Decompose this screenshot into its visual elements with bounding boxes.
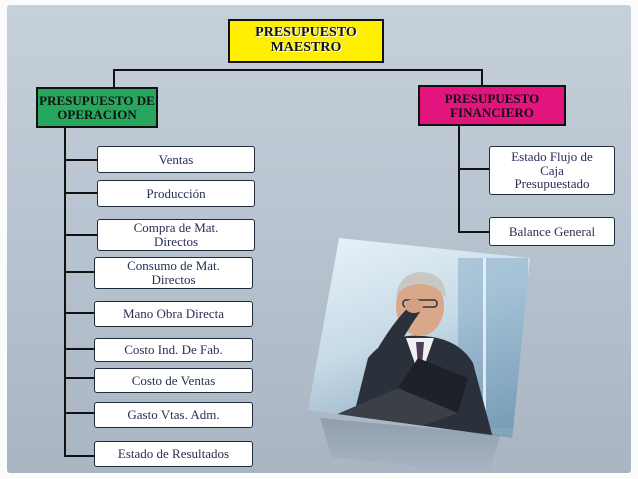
node-label: Gasto Vtas. Adm.	[127, 407, 220, 423]
connector-branch	[64, 192, 98, 194]
node-label: Estado Flujo de	[511, 149, 593, 165]
balance-general-node: Balance General	[489, 217, 615, 246]
node-label: Balance General	[508, 223, 596, 239]
costo-ind-fab-node: Costo Ind. De Fab.	[94, 338, 253, 362]
node-label: Ventas	[158, 151, 194, 167]
consumo-mat-directos-node: Consumo de Mat. Directos	[94, 257, 253, 289]
node-label: Consumo de Mat.	[127, 258, 220, 274]
laptop-screen	[398, 358, 468, 413]
presupuesto-financiero-node: PRESUPUESTO FINANCIERO	[418, 85, 566, 126]
node-label: Estado de Resultados	[117, 446, 230, 462]
connector-branch	[64, 412, 98, 414]
connector-operation-trunk	[64, 128, 66, 457]
connector-branch	[458, 231, 490, 233]
node-title-line: PRESUPUESTO	[444, 90, 540, 106]
node-title-line: PRESUPUESTO DE	[39, 92, 155, 108]
connector-branch	[458, 168, 490, 170]
businessman-illustration	[328, 258, 528, 438]
connector-branch	[64, 377, 98, 379]
connector-branch	[64, 234, 98, 236]
hair	[396, 272, 446, 298]
node-label: Mano Obra Directa	[122, 306, 225, 322]
raised-arm	[378, 304, 420, 360]
node-title-line: OPERACION	[57, 106, 137, 122]
node-label: Producción	[146, 185, 206, 201]
window-frame	[483, 258, 486, 428]
node-title-line: FINANCIERO	[450, 104, 534, 120]
businessman-photo	[308, 238, 530, 438]
connector-branch	[64, 348, 98, 350]
compra-mat-directos-node: Compra de Mat. Directos	[97, 219, 255, 251]
connector-financial-trunk	[458, 126, 460, 233]
ventas-node: Ventas	[97, 146, 255, 173]
connector-root-to-financial	[481, 69, 483, 87]
node-label: Directos	[153, 234, 199, 249]
mano-obra-directa-node: Mano Obra Directa	[94, 301, 253, 327]
estado-resultados-node: Estado de Resultados	[94, 441, 253, 467]
connector-branch	[64, 312, 98, 314]
hand	[405, 299, 423, 313]
node-title-line: PRESUPUESTO	[255, 25, 357, 41]
gasto-vtas-adm-node: Gasto Vtas. Adm.	[94, 402, 253, 428]
connector-root-horizontal	[113, 69, 483, 71]
estado-flujo-caja-node: Estado Flujo de Caja Presupuestado	[489, 146, 615, 195]
connector-branch	[64, 271, 98, 273]
presupuesto-operacion-node: PRESUPUESTO DE OPERACION	[36, 87, 158, 128]
node-label: Costo de Ventas	[131, 372, 216, 388]
node-label: Caja	[540, 162, 564, 178]
connector-branch	[64, 455, 98, 457]
connector-root-to-operation	[113, 69, 115, 91]
node-label: Directos	[151, 272, 196, 287]
presupuesto-maestro-node: PRESUPUESTO MAESTRO	[228, 19, 384, 63]
connector-branch	[64, 159, 98, 161]
node-label: Presupuestado	[514, 176, 590, 192]
produccion-node: Producción	[97, 180, 255, 207]
node-label: Costo Ind. De Fab.	[124, 342, 223, 358]
node-label: Compra de Mat.	[133, 220, 219, 236]
costo-ventas-node: Costo de Ventas	[94, 368, 253, 393]
node-title-line: MAESTRO	[270, 40, 342, 55]
